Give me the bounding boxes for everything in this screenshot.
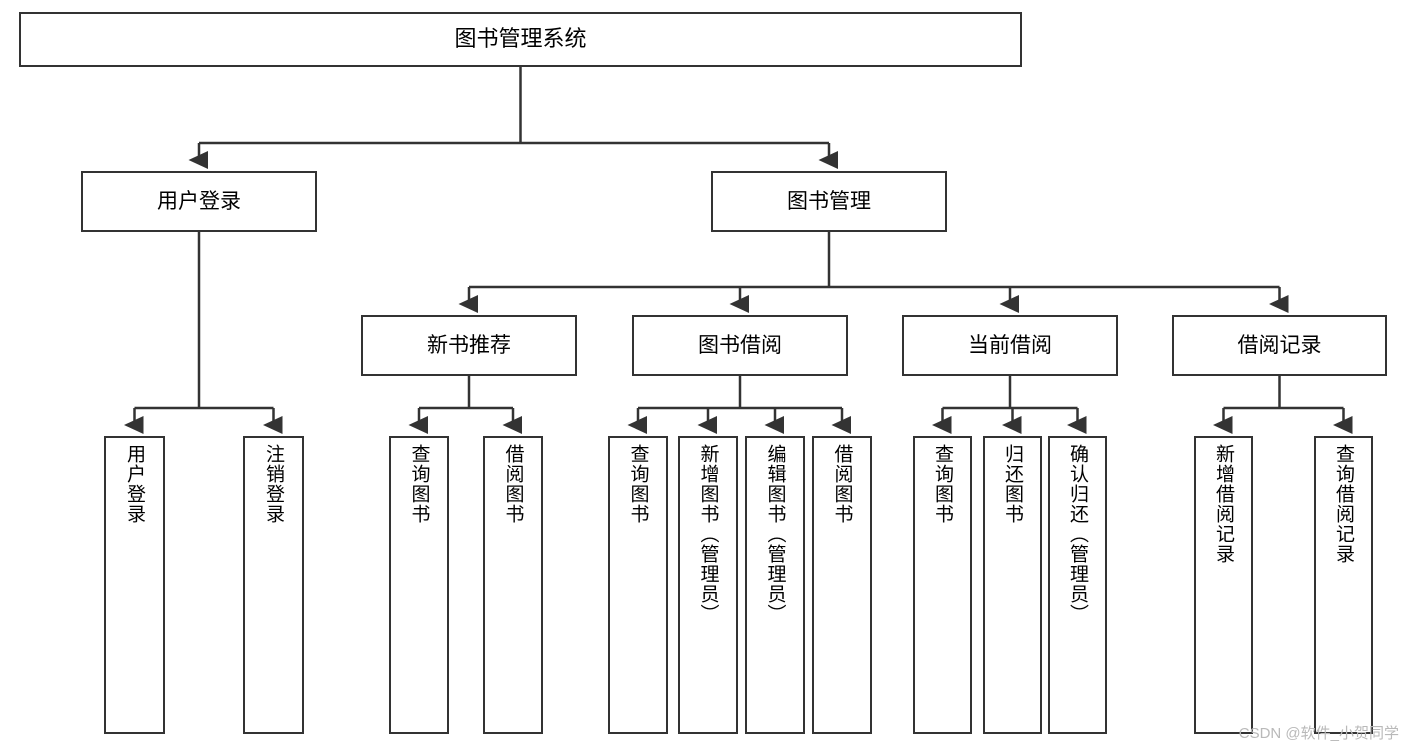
node-leaf-query-book-2[interactable]: 查询图书 bbox=[608, 436, 668, 734]
node-label: 图书管理 bbox=[787, 189, 871, 213]
node-label: 借阅图书 bbox=[502, 444, 524, 524]
node-leaf-return-book[interactable]: 归还图书 bbox=[983, 436, 1042, 734]
node-leaf-user-logout[interactable]: 注销登录 bbox=[243, 436, 304, 734]
node-label: 图书管理系统 bbox=[454, 26, 587, 52]
node-leaf-borrow-book-1[interactable]: 借阅图书 bbox=[483, 436, 543, 734]
node-root[interactable]: 图书管理系统 bbox=[19, 12, 1022, 67]
node-book-manage[interactable]: 图书管理 bbox=[711, 171, 947, 232]
node-current-borrow[interactable]: 当前借阅 bbox=[902, 315, 1118, 376]
node-leaf-query-record[interactable]: 查询借阅记录 bbox=[1314, 436, 1373, 734]
node-label: 当前借阅 bbox=[968, 333, 1052, 357]
node-label: 编辑图书（管理员） bbox=[764, 444, 786, 624]
node-leaf-edit-book[interactable]: 编辑图书（管理员） bbox=[745, 436, 805, 734]
node-label: 确认归还（管理员） bbox=[1067, 444, 1088, 624]
node-label: 查询图书 bbox=[932, 444, 953, 524]
node-label: 用户登录 bbox=[157, 189, 241, 213]
node-label: 借阅图书 bbox=[831, 444, 853, 524]
node-label: 新书推荐 bbox=[427, 333, 511, 357]
node-leaf-query-book-3[interactable]: 查询图书 bbox=[913, 436, 972, 734]
node-user-login[interactable]: 用户登录 bbox=[81, 171, 317, 232]
node-label: 查询图书 bbox=[408, 444, 430, 524]
node-label: 新增借阅记录 bbox=[1213, 444, 1234, 564]
node-book-borrow[interactable]: 图书借阅 bbox=[632, 315, 848, 376]
edge-group bbox=[123, 67, 1353, 435]
node-label: 图书借阅 bbox=[698, 333, 782, 357]
node-leaf-confirm-return[interactable]: 确认归还（管理员） bbox=[1048, 436, 1107, 734]
node-label: 注销登录 bbox=[263, 444, 284, 524]
node-new-book-rec[interactable]: 新书推荐 bbox=[361, 315, 577, 376]
node-leaf-borrow-book-2[interactable]: 借阅图书 bbox=[812, 436, 872, 734]
node-leaf-query-book-1[interactable]: 查询图书 bbox=[389, 436, 449, 734]
node-label: 归还图书 bbox=[1002, 444, 1023, 524]
node-label: 借阅记录 bbox=[1237, 333, 1322, 357]
node-label: 查询图书 bbox=[627, 444, 649, 524]
node-label: 新增图书（管理员） bbox=[697, 444, 719, 624]
node-leaf-add-record[interactable]: 新增借阅记录 bbox=[1194, 436, 1253, 734]
node-leaf-add-book[interactable]: 新增图书（管理员） bbox=[678, 436, 738, 734]
node-borrow-record[interactable]: 借阅记录 bbox=[1172, 315, 1387, 376]
node-label: 用户登录 bbox=[124, 444, 145, 524]
node-leaf-user-login[interactable]: 用户登录 bbox=[104, 436, 165, 734]
node-label: 查询借阅记录 bbox=[1333, 444, 1354, 564]
